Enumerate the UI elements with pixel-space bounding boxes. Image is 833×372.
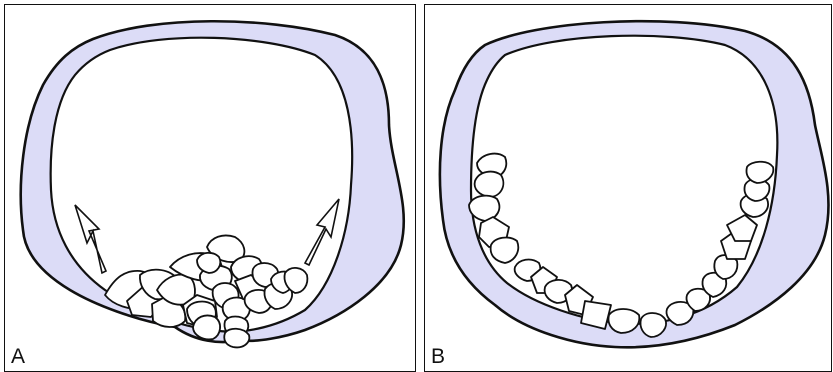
cell (491, 238, 519, 263)
cell (640, 313, 666, 337)
panel-label-b: B (431, 346, 445, 367)
panel-label-a: A (11, 346, 25, 367)
cell (609, 309, 640, 333)
cell (193, 315, 220, 339)
vessel-diagram-a (5, 5, 417, 371)
vessel-lumen (471, 36, 777, 324)
panel-b: B (424, 4, 832, 372)
cell (581, 301, 611, 329)
cell (224, 329, 249, 348)
cell (475, 172, 504, 197)
panel-a: A (4, 4, 416, 372)
cell (197, 253, 220, 273)
vessel-diagram-b (425, 5, 833, 371)
